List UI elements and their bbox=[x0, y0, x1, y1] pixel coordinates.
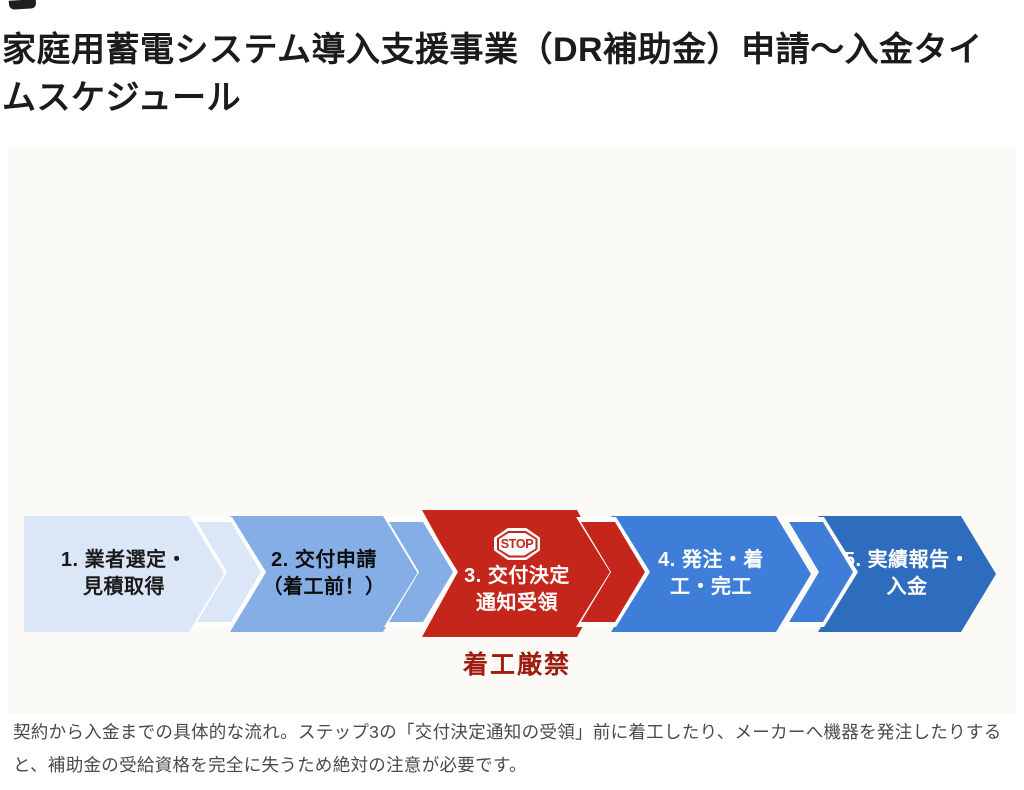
flow-diagram-panel: 1. 業者選定・ 見積取得 2. 交付申請 （着工前！） STOP 3. 交付決… bbox=[8, 148, 1016, 714]
flow-step-1: 1. 業者選定・ 見積取得 bbox=[24, 516, 224, 632]
flow-step-4-label: 4. 発注・着 工・完工 bbox=[658, 549, 764, 598]
top-edge-artifact bbox=[8, 0, 37, 10]
stop-sign-text: STOP bbox=[500, 536, 534, 551]
flow-step-2-label: 2. 交付申請 （着工前！） bbox=[262, 549, 386, 598]
no-construction-warning: 着工厳禁 bbox=[462, 651, 571, 679]
flow-step-1-label: 1. 業者選定・ 見積取得 bbox=[60, 549, 188, 598]
flow-step-3: STOP 3. 交付決定 通知受領 bbox=[422, 510, 612, 637]
caption-text: 契約から入金までの具体的な流れ。ステップ3の「交付決定通知の受領」前に着工したり… bbox=[13, 722, 1002, 776]
stop-sign-ring: STOP bbox=[497, 531, 538, 558]
flow-step-5-label: 5. 実績報告・ 入金 bbox=[843, 549, 971, 598]
stop-sign-icon: STOP bbox=[494, 528, 540, 560]
stop-sign-face: STOP bbox=[499, 533, 536, 556]
page-title: 家庭用蓄電システム導入支援事業（DR補助金）申請〜入金タイ ムスケジュール bbox=[2, 31, 983, 117]
flow-step-3-label: 3. 交付決定 通知受領 bbox=[464, 565, 570, 614]
